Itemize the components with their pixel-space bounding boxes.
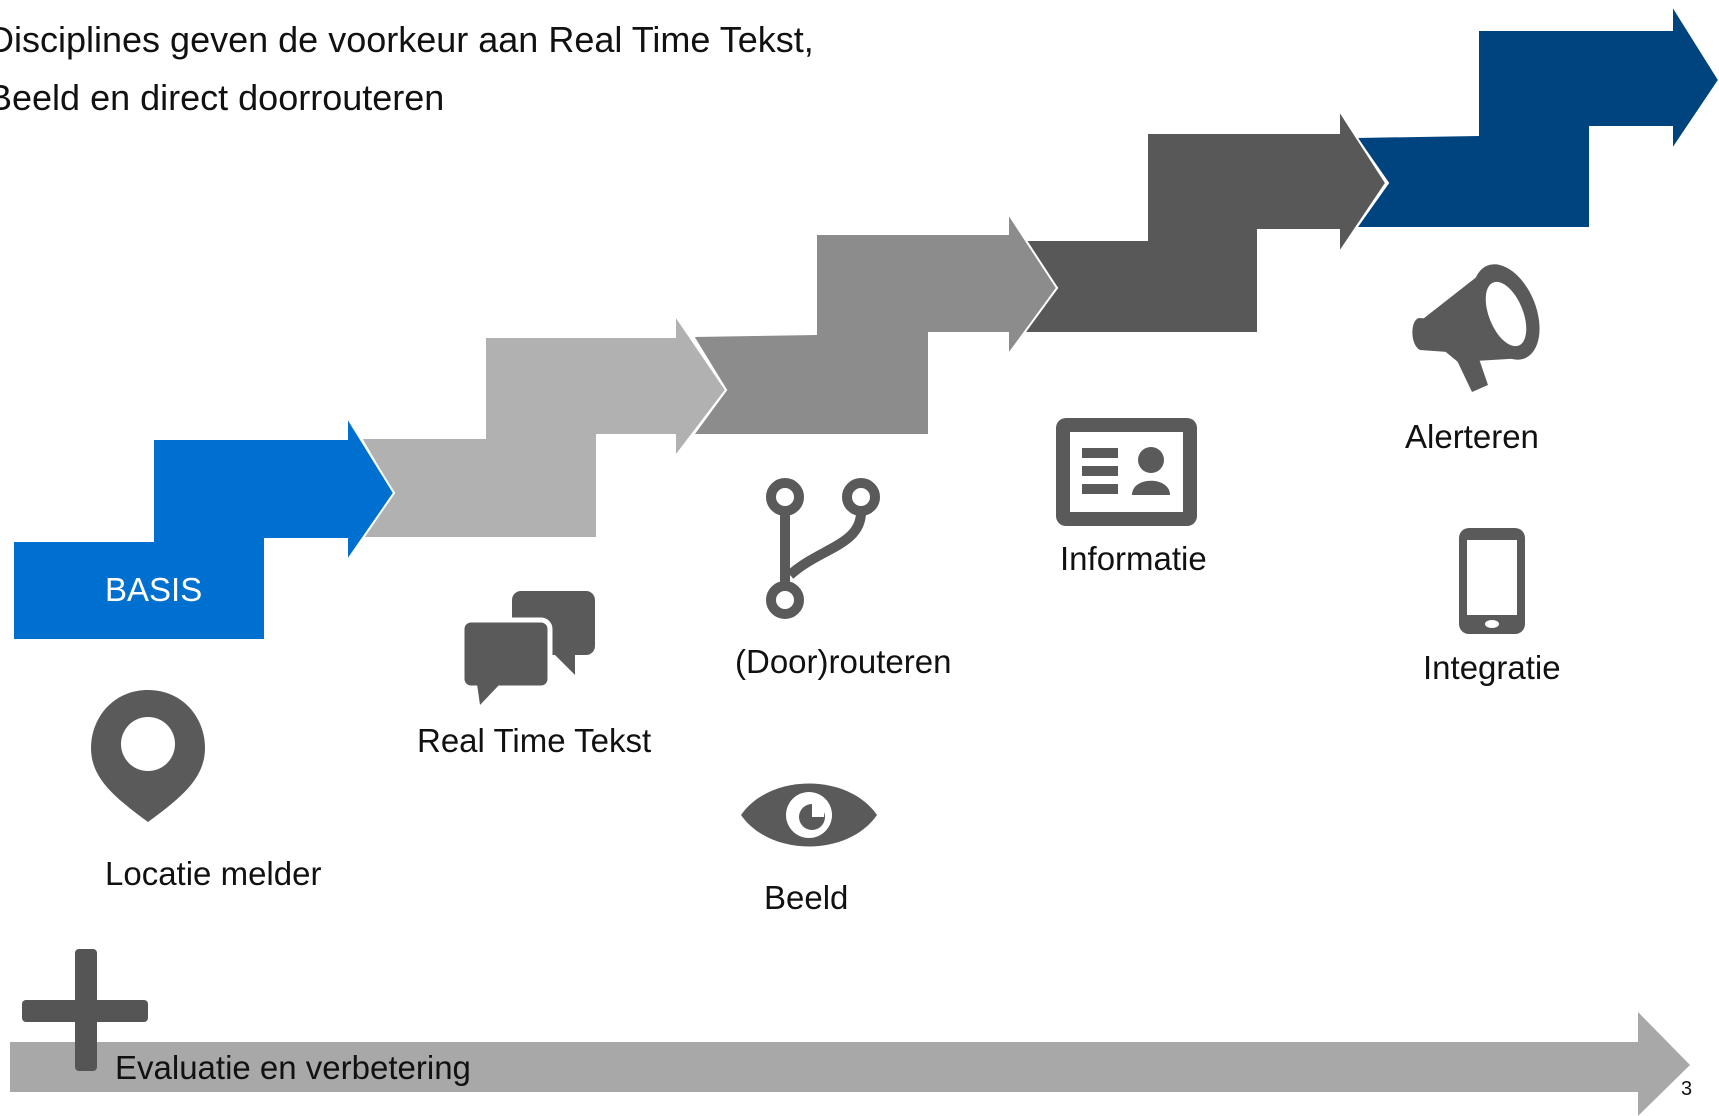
title-line-2: Beeld en direct doorrouteren	[0, 77, 445, 118]
label-alerteren: Alerteren	[1405, 418, 1539, 455]
label-integratie: Integratie	[1423, 649, 1561, 686]
evaluation-label: Evaluatie en verbetering	[115, 1049, 471, 1086]
smartphone-icon	[1459, 528, 1525, 634]
plus-icon	[22, 949, 148, 1071]
step-arrow-1	[12, 413, 396, 641]
map-pin-icon	[91, 690, 205, 822]
label-doorrouteren: (Door)routeren	[735, 643, 952, 680]
page-number: 3	[1681, 1078, 1693, 1100]
step-label-basis: BASIS	[105, 571, 203, 608]
megaphone-icon	[1412, 264, 1540, 392]
title-line-1: Disciplines geven de voorkeur aan Real T…	[0, 19, 814, 60]
label-informatie: Informatie	[1060, 540, 1207, 577]
label-locatie-melder: Locatie melder	[105, 855, 322, 892]
eye-icon	[741, 783, 877, 847]
id-card-icon	[1056, 418, 1197, 526]
label-beeld: Beeld	[764, 879, 849, 916]
step-arrow-3	[691, 209, 1059, 436]
step-arrow-4	[1019, 106, 1388, 334]
step-arrow-5	[1354, 1, 1719, 229]
evaluation-arrow	[10, 1012, 1690, 1116]
fork-icon	[766, 478, 880, 619]
step-arrow-2	[359, 311, 728, 539]
chat-bubbles-icon	[459, 591, 595, 705]
label-real-time-tekst: Real Time Tekst	[417, 722, 652, 759]
